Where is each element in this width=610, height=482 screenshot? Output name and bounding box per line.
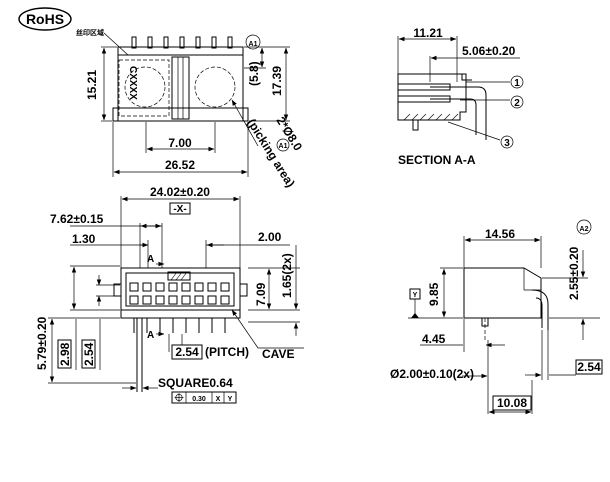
silkscreen-label: 丝印区域 — [76, 28, 104, 37]
silkscreen-leader — [103, 32, 129, 56]
dim-15-21: 15.21 — [85, 70, 99, 100]
section-view: 11.21 5.06±0.20 1 2 3 SECT — [397, 26, 524, 167]
front-view: 24.02±0.20 -X- 7.62±0.15 1.30 2.00 A A — [35, 185, 304, 404]
dim-7-00: 7.00 — [168, 136, 192, 150]
side-view: A2 14.56 Y 9.85 2.55±0.20 4.45 — [390, 219, 603, 415]
square-label: SQUARE0.64 — [158, 376, 233, 390]
callout-1: 1 — [514, 78, 520, 89]
dim-17-39: 17.39 — [270, 66, 284, 96]
dim-7-09: 7.09 — [254, 282, 268, 306]
pitch-label: (PITCH) — [205, 345, 249, 359]
fcf-datum-x: X — [216, 396, 221, 403]
dim-5-8: (5.8) — [247, 61, 261, 86]
dim-1-30: 1.30 — [72, 232, 96, 246]
rohs-badge: RoHS — [18, 7, 72, 31]
mark-a1: A1 — [249, 41, 258, 48]
callout-3: 3 — [504, 138, 510, 149]
dim-2-00: 2.00 — [258, 230, 282, 244]
picking-mark: A1 — [279, 143, 288, 150]
dim-7-62: 7.62±0.15 — [50, 212, 104, 226]
feature-control-frame: 0.30 X Y — [171, 391, 237, 404]
callout-2: 2 — [514, 98, 520, 109]
section-title: SECTION A-A — [398, 153, 476, 167]
dim-14-56: 14.56 — [485, 227, 515, 241]
pitch-value: 2.54 — [175, 345, 199, 359]
top-view: CXXXX — [112, 36, 249, 122]
datum-y: Y — [413, 292, 418, 299]
section-mark-bottom: A — [147, 330, 154, 341]
dim-2-98: 2.98 — [58, 342, 72, 366]
fcf-tolerance: 0.30 — [192, 396, 206, 403]
dim-24-02: 24.02±0.20 — [150, 185, 210, 199]
dim-1-65: 1.65(2x) — [280, 253, 294, 298]
section-mark-top: A — [147, 254, 154, 265]
dim-26-52: 26.52 — [165, 158, 195, 172]
dim-5-79: 5.79±0.20 — [35, 316, 49, 370]
rohs-text: RoHS — [26, 11, 64, 27]
fcf-datum-y: Y — [228, 396, 233, 403]
dim-2-55: 2.55±0.20 — [567, 246, 581, 300]
dim-11-21: 11.21 — [413, 26, 443, 40]
dim-2-54-vertical: 2.54 — [82, 342, 96, 366]
dim-5-06: 5.06±0.20 — [462, 44, 516, 58]
dim-10-08: 10.08 — [497, 396, 527, 410]
mark-a2: A2 — [580, 226, 589, 233]
cave-label: CAVE — [262, 347, 294, 361]
dim-2-54-side: 2.54 — [577, 360, 601, 374]
dim-4-45: 4.45 — [422, 332, 446, 346]
datum-x: -X- — [173, 204, 186, 215]
hole-dim: Ø2.00±0.10(2x) — [390, 367, 474, 381]
part-code: CXXXX — [127, 66, 138, 100]
dim-9-85: 9.85 — [427, 282, 441, 306]
